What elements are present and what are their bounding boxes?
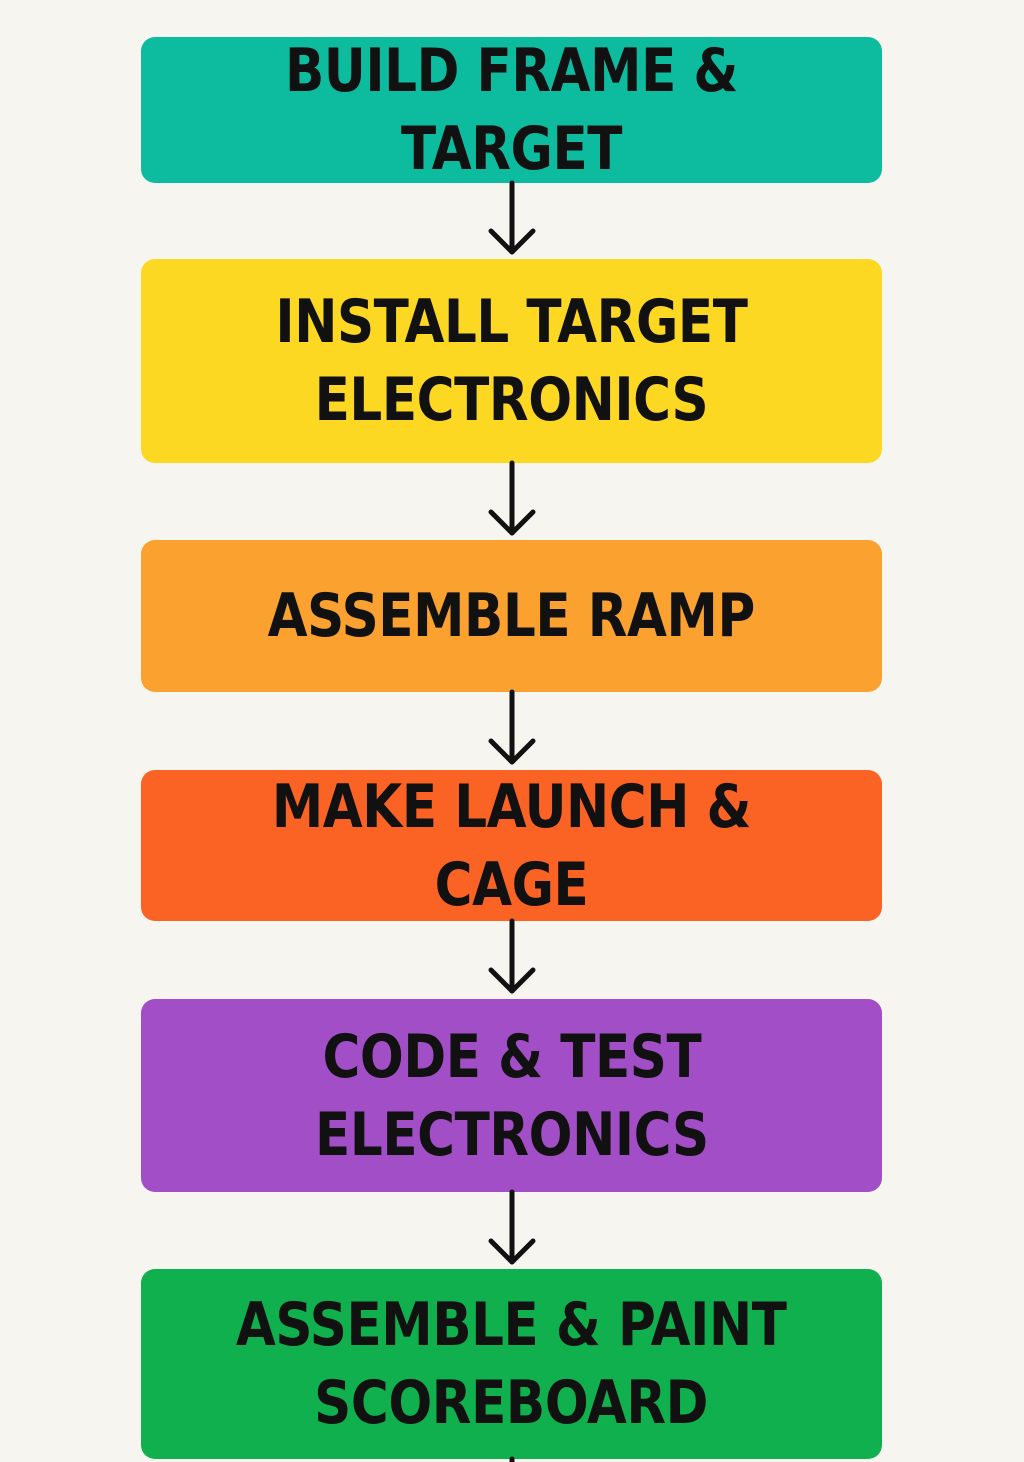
- arrow-3-to-4: [488, 689, 536, 765]
- arrow-2-to-3: [488, 460, 536, 536]
- arrow-4-to-5: [488, 918, 536, 994]
- step-install-target-electronics: INSTALL TARGET ELECTRONICS: [141, 259, 882, 463]
- arrow-1-to-2: [488, 180, 536, 255]
- step-label: MAKE LAUNCH & CAGE: [271, 771, 752, 920]
- step-label: CODE & TEST ELECTRONICS: [314, 1021, 709, 1170]
- step-label: ASSEMBLE & PAINT SCOREBOARD: [236, 1290, 787, 1438]
- step-label: INSTALL TARGET ELECTRONICS: [275, 287, 748, 435]
- step-label: BUILD FRAME & TARGET: [284, 36, 738, 184]
- step-assemble-ramp: ASSEMBLE RAMP: [141, 540, 882, 692]
- step-build-frame-target: BUILD FRAME & TARGET: [141, 36, 882, 184]
- step-code-test-electronics: CODE & TEST ELECTRONICS: [141, 999, 882, 1192]
- step-label: ASSEMBLE RAMP: [267, 581, 756, 651]
- step-assemble-paint-scoreboard: ASSEMBLE & PAINT SCOREBOARD: [141, 1269, 882, 1459]
- arrow-5-to-6: [488, 1189, 536, 1265]
- step-make-launch-cage: MAKE LAUNCH & CAGE: [141, 770, 882, 921]
